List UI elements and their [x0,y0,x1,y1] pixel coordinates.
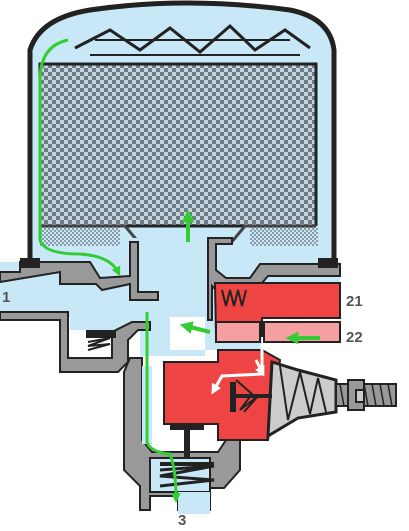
white-flow-arrow-icon [254,359,265,377]
port-label-outlet-secondary: 22 [346,329,363,346]
port-label-inlet: 1 [2,289,11,306]
top-spring-icon [74,23,311,54]
green-flow-arrow-icon [145,312,181,503]
green-flow-arrow-icon [38,38,121,277]
green-flow-arrow-icon [179,321,211,334]
coil-spring-icon [87,337,111,351]
checkered-cartridge-icon [38,62,318,228]
exhaust-valve [159,424,215,488]
port-label-outlet-main: 21 [346,293,363,310]
flow-arrows [38,38,320,503]
pink-chamber [215,321,261,343]
control-piston-chamber [163,282,397,441]
port-label-exhaust: 3 [178,512,187,529]
check-valve-left [86,330,116,351]
desiccant-cartridge [38,62,318,246]
coil-spring-icon [221,289,247,307]
coil-spring-icon [159,464,215,488]
white-flow-arrow-icon [211,344,264,395]
